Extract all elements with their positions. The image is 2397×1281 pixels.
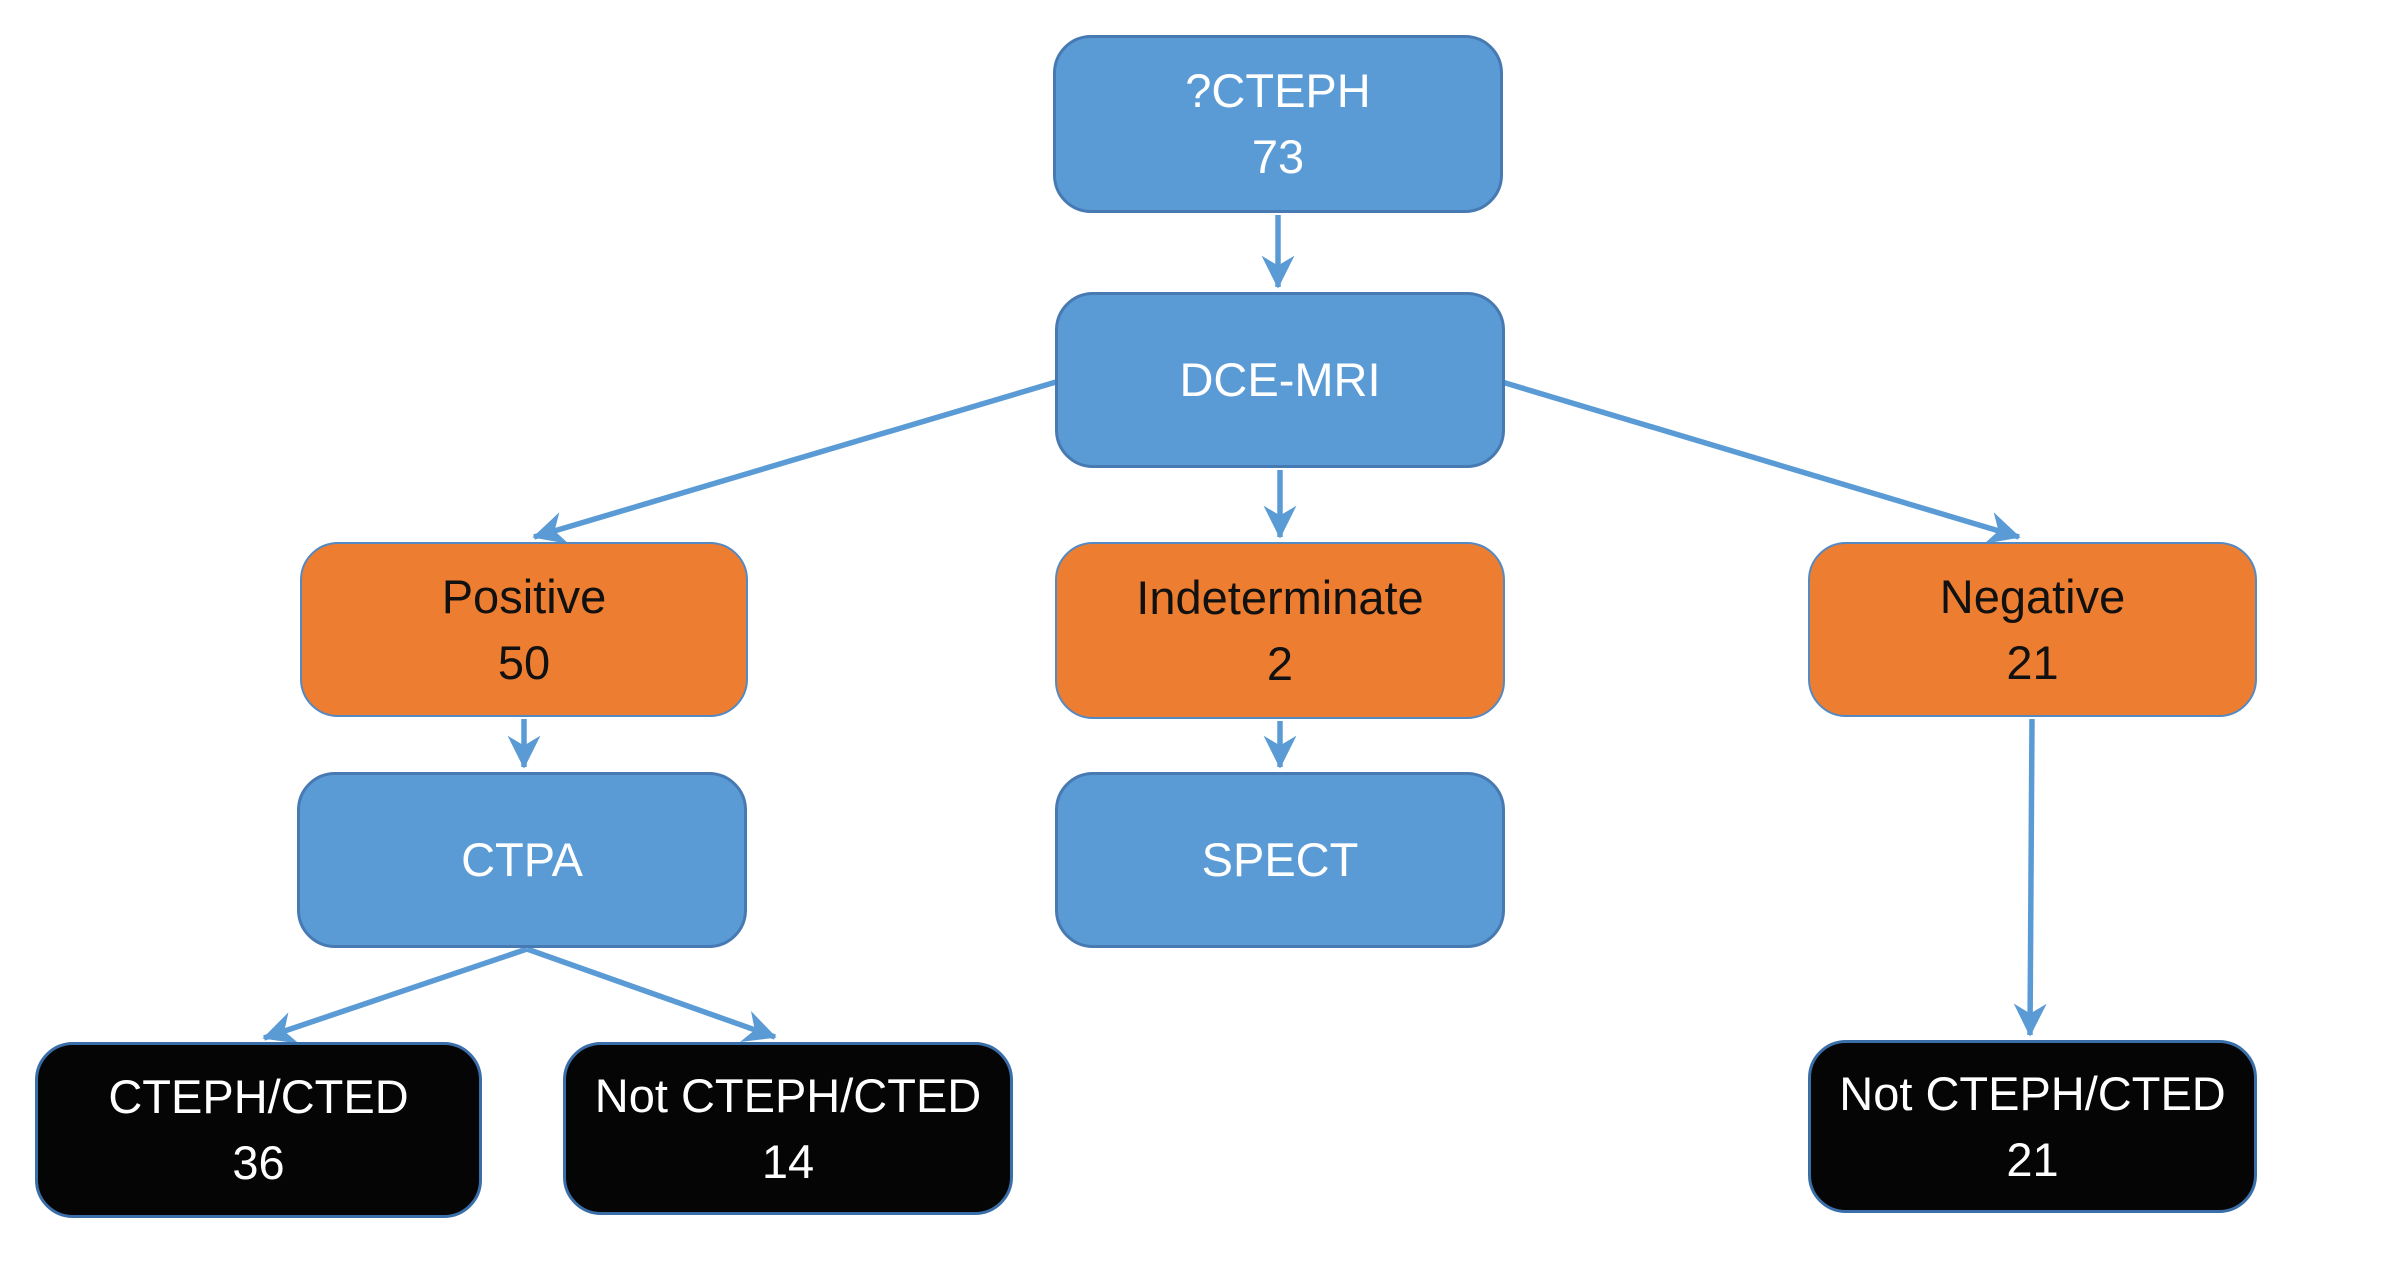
edge-negative-not-cteph-cted — [2013, 718, 2047, 1037]
node-count: 14 — [761, 1134, 815, 1188]
edge-ctpa-not-cteph-cted — [526, 946, 777, 1043]
node-negative: Negative 21 — [1808, 542, 2257, 717]
node-dce-mri: DCE-MRI — [1055, 292, 1505, 468]
node-indeterminate: Indeterminate 2 — [1055, 542, 1505, 719]
node-count: 2 — [1266, 636, 1294, 690]
node-count: 36 — [232, 1136, 285, 1189]
node-label: Not CTEPH/CTED — [594, 1068, 982, 1122]
node-count: 21 — [2006, 1132, 2059, 1186]
node-count: 73 — [1251, 130, 1305, 183]
node-label: Not CTEPH/CTED — [1839, 1066, 2226, 1120]
node-label: ?CTEPH — [1185, 64, 1371, 117]
node-cteph-cted: CTEPH/CTED 36 — [35, 1042, 482, 1218]
node-label: CTEPH/CTED — [108, 1070, 409, 1123]
node-label: Indeterminate — [1136, 570, 1424, 624]
node-positive: Positive 50 — [300, 542, 748, 717]
node-label: CTPA — [461, 833, 583, 886]
edge-ctpa-cteph-cted — [262, 946, 528, 1044]
node-label: SPECT — [1201, 833, 1359, 886]
node-root-cteph-query: ?CTEPH 73 — [1053, 35, 1503, 213]
node-spect: SPECT — [1055, 772, 1505, 948]
node-not-cteph-cted-negative: Not CTEPH/CTED 21 — [1808, 1040, 2257, 1213]
node-ctpa: CTPA — [297, 772, 747, 948]
node-label: Positive — [441, 569, 607, 623]
node-label: Negative — [1939, 569, 2126, 623]
node-count: 50 — [497, 635, 551, 689]
node-not-cteph-cted-ctpa: Not CTEPH/CTED 14 — [563, 1042, 1013, 1215]
edge-dce-negative — [1501, 379, 2021, 544]
node-count: 21 — [2006, 635, 2059, 689]
node-label: DCE-MRI — [1179, 353, 1381, 406]
edge-dce-positive — [532, 379, 1057, 544]
